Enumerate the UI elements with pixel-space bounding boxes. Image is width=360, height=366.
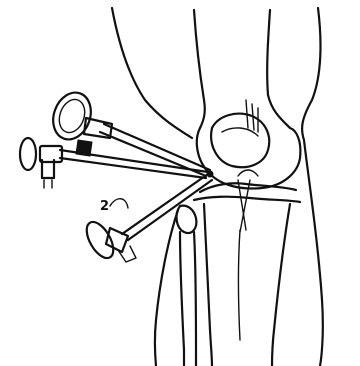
patella-facet xyxy=(222,128,258,136)
tibial-tuberosity xyxy=(239,230,241,340)
thigh-left-contour xyxy=(112,8,192,138)
patella-outline xyxy=(211,114,269,168)
stopcock-lever xyxy=(44,180,52,188)
probe-shaft-bottom xyxy=(128,180,212,240)
label-2: 2 xyxy=(100,199,109,214)
operating-probe xyxy=(81,174,212,262)
cannula-hub xyxy=(40,146,62,162)
femur-lateral-shaft xyxy=(267,10,290,128)
probe-knob xyxy=(81,218,118,263)
cannula-cap xyxy=(20,138,36,170)
patella xyxy=(211,114,269,168)
arthroscope-shaft-top xyxy=(104,124,210,170)
label-2-leader xyxy=(110,199,128,208)
tibial-plateau xyxy=(194,197,300,202)
probe-valve xyxy=(118,246,136,262)
irrigation-cannula xyxy=(20,138,208,188)
fibula-shaft-right xyxy=(194,232,196,366)
intercondylar-notch xyxy=(238,170,258,176)
arthroscope xyxy=(47,87,210,176)
fibula-shaft-left xyxy=(180,232,184,366)
shin-left-contour xyxy=(155,210,178,366)
cannula-clamp xyxy=(76,140,92,156)
tibia xyxy=(194,197,300,366)
tibia-lateral-shaft xyxy=(272,204,290,366)
thigh-right-contour xyxy=(302,8,323,366)
tibia-medial-shaft xyxy=(204,204,212,366)
instrument-tip-junction xyxy=(207,171,213,177)
leg-outline xyxy=(112,8,323,366)
femur-medial-shaft xyxy=(194,10,205,128)
fibula-head xyxy=(177,206,197,233)
arthroscope-eyepiece xyxy=(47,87,97,144)
fibula xyxy=(177,206,197,366)
femur xyxy=(194,10,300,188)
